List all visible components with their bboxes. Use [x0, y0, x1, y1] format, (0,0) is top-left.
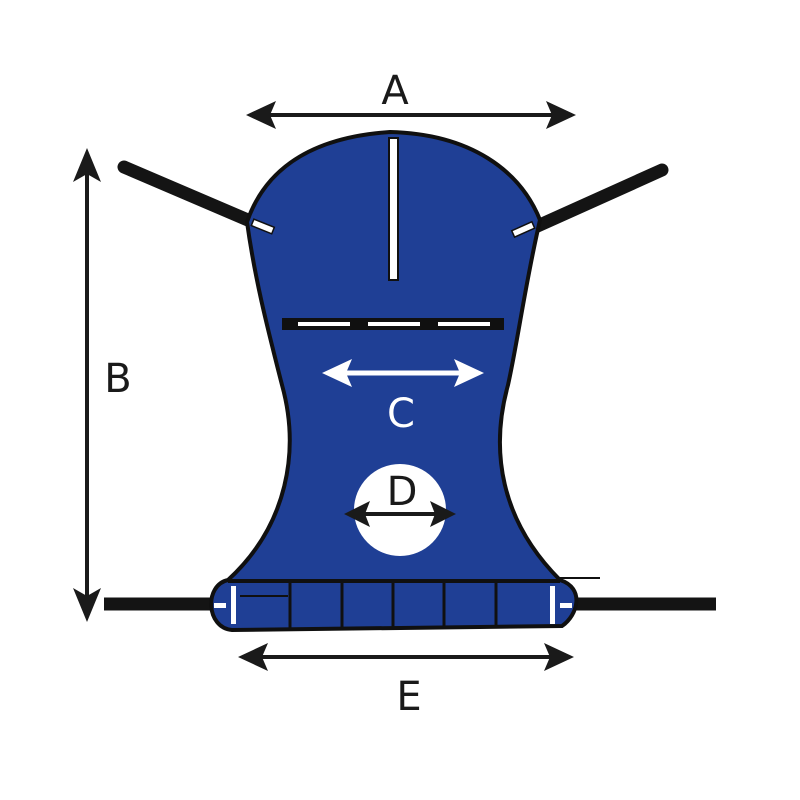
dimension-b-label: B — [104, 356, 131, 402]
dimension-c-arrowhead-right — [454, 359, 484, 387]
shoulder-loop-left — [250, 218, 276, 235]
leg-band — [228, 577, 600, 628]
dimension-a-arrowhead-right — [546, 101, 576, 129]
dimension-e-arrowhead-right — [544, 643, 574, 671]
dimension-c-arrowhead-left — [322, 359, 352, 387]
dimension-e: E — [238, 643, 574, 720]
sling-body — [209, 129, 579, 633]
center-seam — [388, 137, 399, 281]
dimension-d-arrowhead-left — [344, 501, 370, 527]
dimension-b: B — [73, 148, 132, 622]
dimension-d-label: D — [387, 469, 418, 515]
dimension-c-label: C — [387, 391, 415, 437]
dimension-a: A — [246, 68, 576, 129]
dimension-d: D — [344, 469, 456, 527]
dimension-b-arrowhead-top — [73, 148, 101, 182]
commode-hole — [354, 464, 446, 556]
shoulder-strap-left — [117, 160, 269, 233]
dimension-c: C — [322, 359, 484, 437]
dimension-a-label: A — [381, 68, 409, 114]
dimension-b-arrowhead-bottom — [73, 588, 101, 622]
dimension-a-arrowhead-left — [246, 101, 276, 129]
leg-loop-left — [214, 586, 236, 624]
dimension-e-arrowhead-left — [238, 643, 268, 671]
shoulder-loop-right — [510, 220, 536, 239]
dashed-strap-band — [282, 318, 504, 330]
dimension-e-label: E — [396, 674, 421, 720]
leg-loop-right — [550, 586, 572, 624]
dimension-d-arrowhead-right — [430, 501, 456, 527]
shoulder-strap-right — [515, 163, 669, 240]
